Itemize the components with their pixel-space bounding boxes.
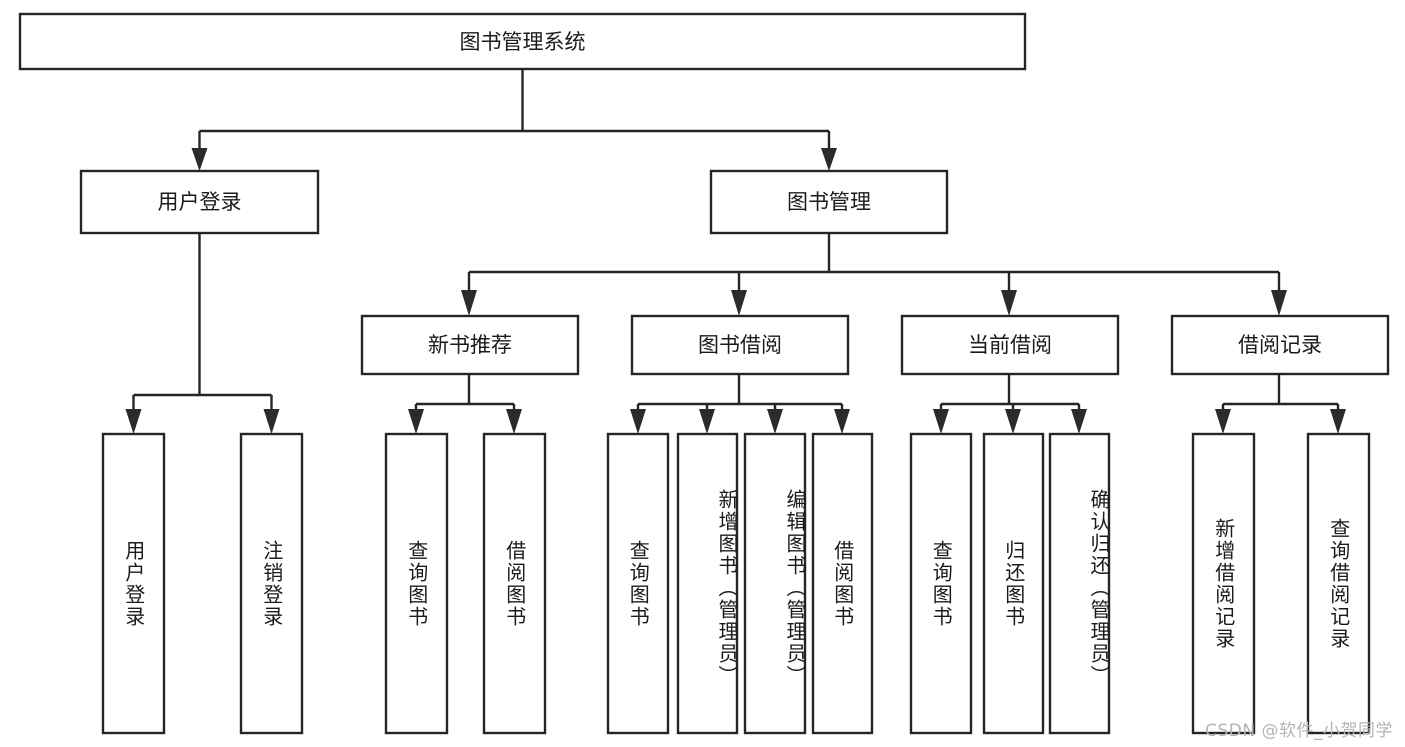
csdn-watermark: CSDN @软件_小贺同学 (1205, 721, 1393, 741)
arrow-to-leaf-user-login (125, 409, 142, 434)
node-leaf-query-record-box[interactable] (1306, 432, 1371, 735)
node-leaf-borrow-book-1-box[interactable] (482, 432, 547, 735)
node-leaf-query-book-1-box[interactable] (384, 432, 449, 735)
arrow-to-user-login (191, 148, 208, 171)
arrow-to-leaf-borrow-book-2 (834, 409, 850, 434)
node-current-borrow-label: 当前借阅 (968, 333, 1052, 357)
arrow-to-book-manage (821, 148, 837, 171)
node-user-login-box[interactable] (79, 169, 320, 235)
node-borrow-record-box[interactable] (1170, 314, 1390, 376)
arrow-to-leaf-edit-book (767, 409, 783, 434)
arrow-to-new-book-rec (461, 290, 477, 316)
node-leaf-add-book-box[interactable] (676, 432, 739, 735)
node-new-book-rec-box[interactable] (360, 314, 580, 376)
node-book-manage-label: 图书管理 (787, 190, 871, 214)
node-root-box[interactable] (18, 12, 1027, 71)
node-leaf-edit-book-box[interactable] (743, 432, 807, 735)
arrow-to-leaf-borrow-book-1 (506, 409, 522, 434)
node-book-manage-box[interactable] (709, 169, 949, 235)
arrow-to-leaf-confirm-return (1071, 409, 1087, 434)
node-leaf-confirm-return-box[interactable] (1048, 432, 1111, 735)
arrow-to-book-borrow (731, 290, 747, 316)
arrow-to-leaf-query-book-1 (408, 409, 424, 434)
node-borrow-record-label: 借阅记录 (1238, 333, 1322, 357)
node-leaf-query-book-3-box[interactable] (909, 432, 973, 735)
node-book-borrow-box[interactable] (630, 314, 850, 376)
connectors-layer (125, 69, 1346, 434)
node-new-book-rec-label: 新书推荐 (428, 333, 512, 357)
node-leaf-user-login-box[interactable] (101, 432, 166, 735)
node-book-borrow-label: 图书借阅 (698, 333, 782, 357)
node-leaf-return-book-box[interactable] (982, 432, 1045, 735)
arrow-to-leaf-add-book (699, 409, 715, 434)
arrow-to-leaf-query-record (1330, 409, 1346, 434)
node-user-login-label: 用户登录 (158, 190, 242, 214)
node-leaf-query-book-2-box[interactable] (606, 432, 670, 735)
arrow-to-leaf-query-book-2 (630, 409, 646, 434)
node-leaf-user-logout-box[interactable] (239, 432, 304, 735)
node-current-borrow-box[interactable] (900, 314, 1120, 376)
arrow-to-leaf-query-book-3 (933, 409, 949, 434)
node-leaf-add-record-box[interactable] (1191, 432, 1256, 735)
node-root-label: 图书管理系统 (460, 30, 586, 54)
arrow-to-leaf-user-logout (263, 409, 280, 434)
node-leaf-borrow-book-2-box[interactable] (811, 432, 874, 735)
arrow-to-leaf-return-book (1005, 409, 1021, 434)
arrow-to-leaf-add-record (1215, 409, 1231, 434)
arrow-to-current-borrow (1001, 290, 1017, 316)
nodes-layer: 图书管理系统 用户登录 图书管理 新书推荐 图书借阅 当前借阅 借阅记录 (18, 12, 1390, 735)
arrow-to-borrow-record (1271, 290, 1287, 316)
leaf-boxes-layer (101, 432, 1371, 735)
